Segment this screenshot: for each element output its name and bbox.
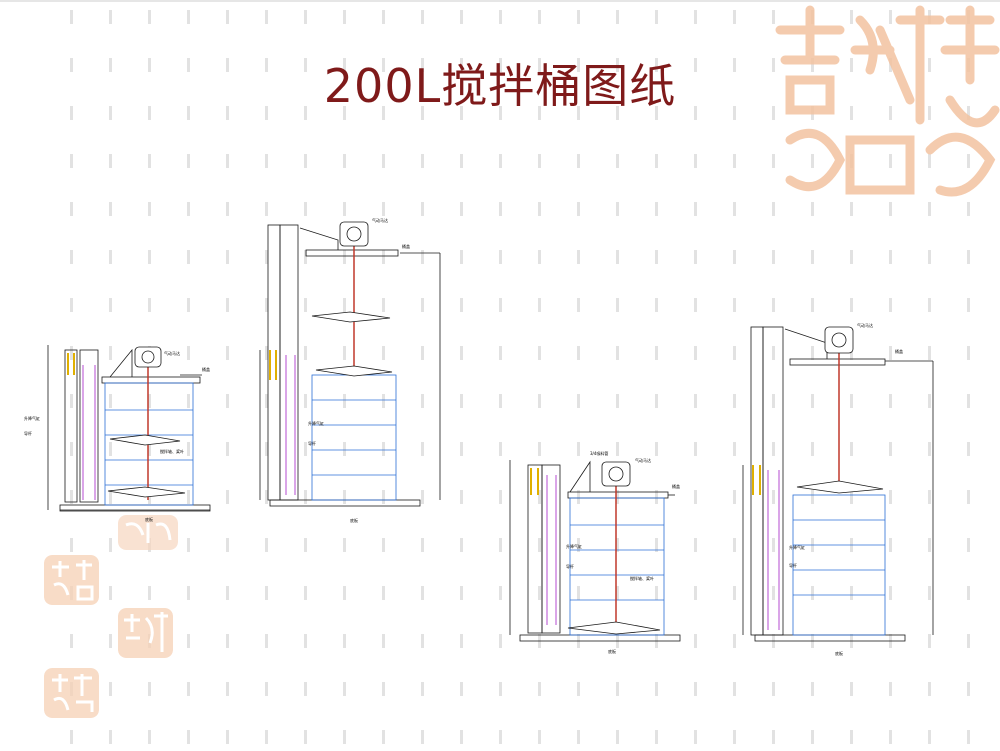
lift-cylinder-label-4: 升降气缸: [789, 544, 805, 550]
lid-label-2: 桶盖: [402, 243, 410, 249]
shaft-blade-label-1: 搅拌轴、桨叶: [160, 448, 184, 454]
motor-label-4: 气动马达: [857, 322, 873, 328]
lift-cylinder-label-3: 升降气缸: [566, 543, 582, 549]
motor-label-3: 气动马达: [635, 457, 651, 463]
guide-rod-label-2: 导杆: [308, 440, 316, 446]
guide-rod-label-1: 导杆: [24, 430, 32, 436]
guide-rod-label-4: 导杆: [789, 562, 797, 568]
watermark-seal-4: [44, 668, 99, 718]
base-plate-label-2: 底板: [350, 517, 358, 523]
motor-label-2: 气动马达: [372, 217, 388, 223]
watermark-seal-2: [44, 555, 99, 605]
drawing-raised-2: 气动马达 桶盖 升降气缸 导杆 底板: [742, 322, 934, 656]
lift-cylinder-label-1: 升降气缸: [24, 415, 40, 421]
drawing-lowered-1: 气动马达 桶盖 升降气缸 导杆 搅拌轴、桨叶 底板: [24, 345, 211, 522]
base-plate-label-3: 底板: [608, 648, 616, 654]
watermark-seal-3: [118, 608, 173, 658]
motor-label-1: 气动马达: [164, 350, 180, 356]
lid-label-3: 桶盖: [672, 483, 680, 489]
base-plate-label-1: 底板: [145, 516, 153, 522]
feed-pipe-label: 3/4吸料管: [590, 450, 608, 456]
guide-rod-label-3: 导杆: [566, 563, 574, 569]
lid-label-1: 桶盖: [202, 366, 210, 372]
slide-title: 200L搅拌桶图纸: [323, 59, 677, 113]
drawing-raised-1: 气动马达 桶盖 升降气缸 导杆 底板: [259, 217, 441, 523]
drawing-lowered-2: 3/4吸料管 气动马达 桶盖 升降气缸 导杆 搅拌轴、桨叶 底板: [509, 450, 681, 654]
watermark-seal-1: [118, 515, 178, 550]
watermark-seal-large: [775, 5, 1000, 197]
lid-label-4: 桶盖: [895, 348, 903, 354]
base-plate-label-4: 底板: [835, 650, 843, 656]
lift-cylinder-label-2: 升降气缸: [308, 420, 324, 426]
shaft-blade-label-3: 搅拌轴、桨叶: [630, 575, 654, 581]
